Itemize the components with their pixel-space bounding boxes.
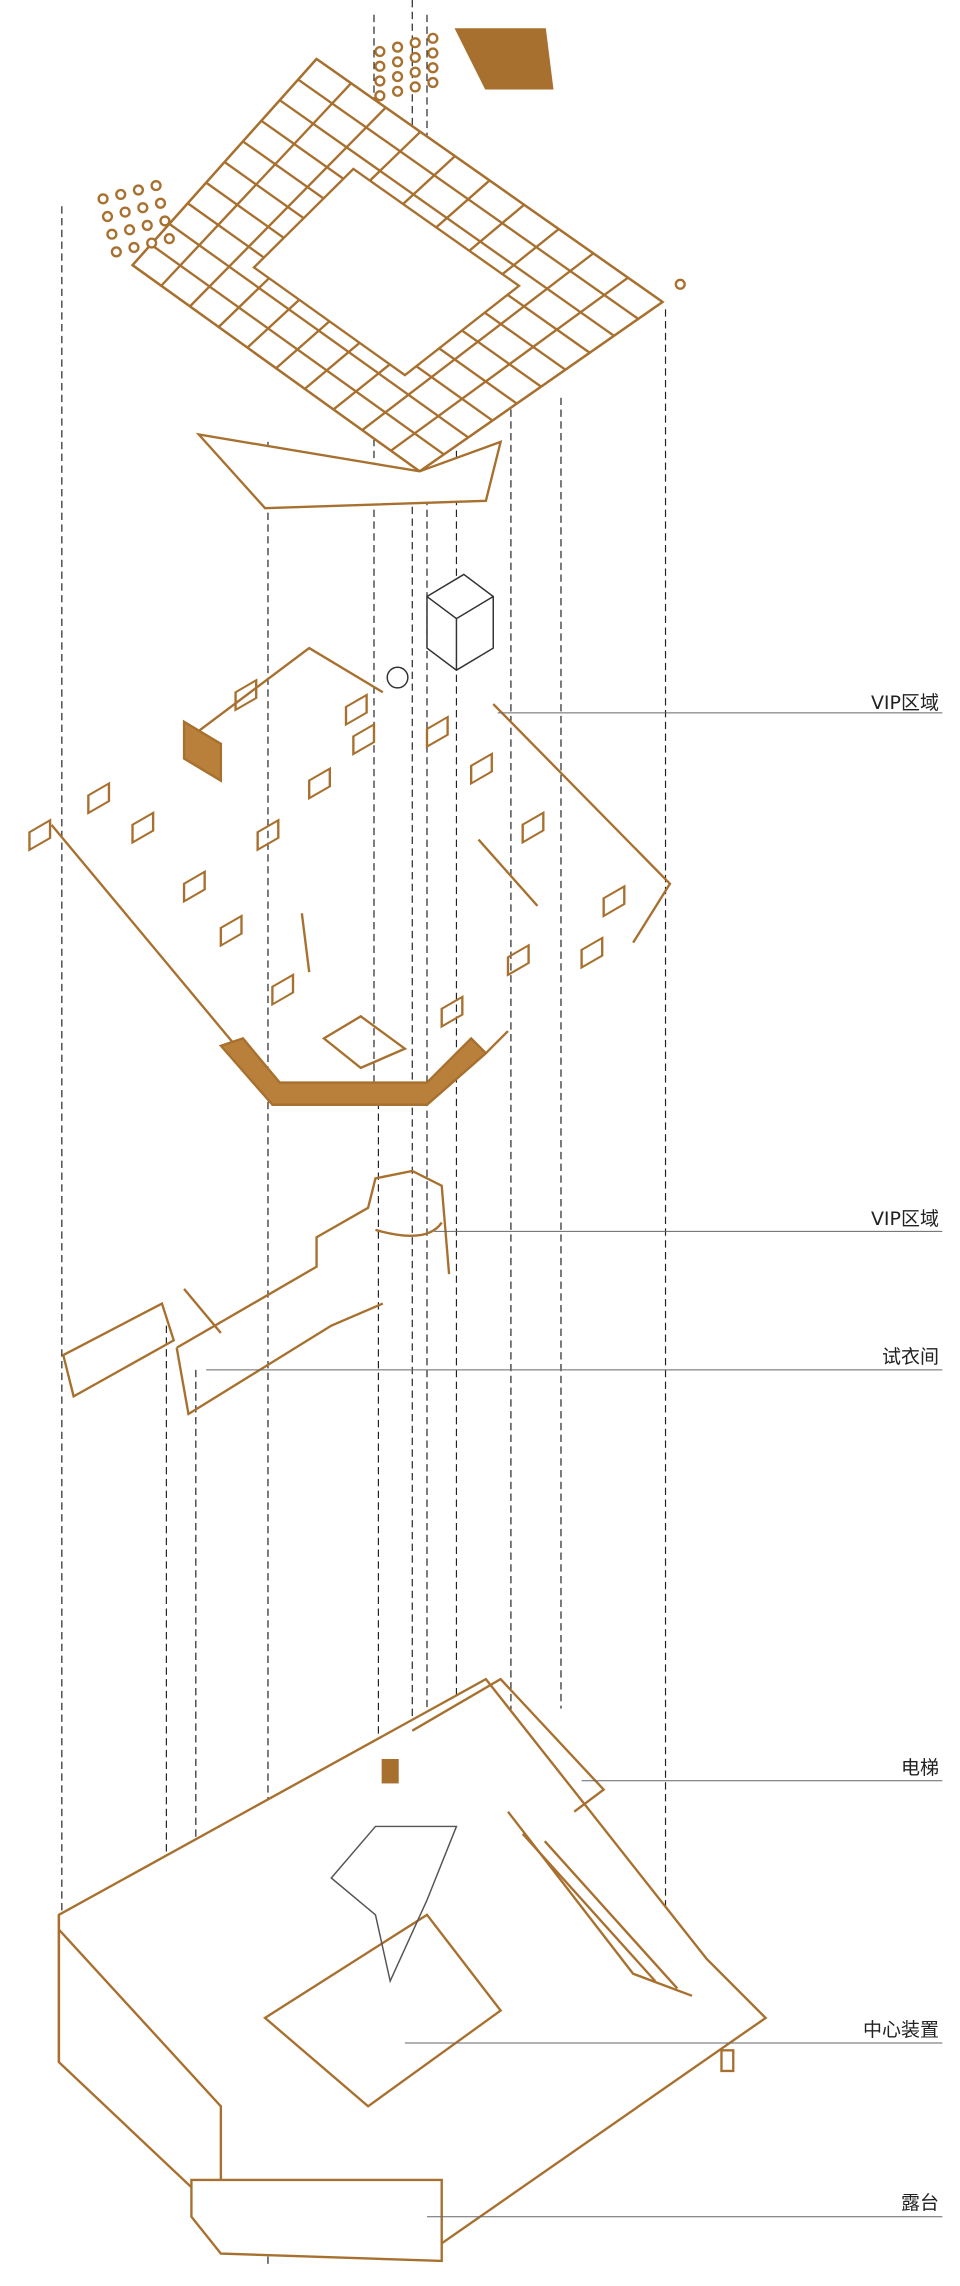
label-terrace: 露台: [900, 2192, 939, 2214]
roof-dot: [391, 56, 404, 68]
roof-dot: [146, 237, 158, 249]
furniture-block: [308, 766, 331, 801]
roof-dot: [427, 62, 439, 74]
furniture-block: [28, 818, 52, 852]
furniture-block: [352, 722, 376, 756]
label-central-installation: 中心装置: [862, 2019, 939, 2041]
furniture-block: [131, 811, 155, 845]
roof-dot: [391, 41, 404, 53]
roof-dot: [374, 45, 386, 58]
roof-dot: [101, 210, 114, 223]
roof-dot: [427, 76, 439, 89]
furniture-block: [182, 869, 206, 904]
label-elevator: 电梯: [900, 1757, 939, 1779]
roof-dot: [374, 90, 386, 102]
roof-dot: [154, 197, 167, 209]
roof-layer: [97, 28, 686, 510]
roof-dot: [106, 228, 118, 240]
roof-grid-line: [189, 106, 387, 308]
roof-dot: [97, 193, 109, 205]
roof-dot: [374, 60, 386, 72]
roof-dot: [119, 206, 131, 218]
fitting-room-layer: [61, 1169, 451, 1416]
roof-grid-line: [131, 58, 318, 266]
leader-lines-on-drawing: [206, 712, 943, 2218]
label-fitting-room: 试衣间: [881, 1346, 939, 1368]
roof-courtyard: [252, 167, 521, 377]
furniture-block: [87, 781, 111, 815]
label-vip-area-upper: VIP区域: [870, 692, 939, 714]
furniture-block: [234, 678, 258, 712]
roof-dot: [115, 188, 127, 201]
roof-dot: [391, 85, 404, 97]
roof-dot: [409, 37, 421, 49]
furniture-block: [344, 693, 368, 727]
furniture-block: [425, 715, 449, 749]
roof-dot: [409, 66, 421, 78]
middle-floor-layer: [28, 646, 672, 1106]
roof-dot: [159, 215, 171, 227]
roof-dot: [123, 224, 136, 236]
roof-dot: [137, 202, 149, 214]
label-vip-area-lower: VIP区域: [870, 1208, 939, 1230]
roof-dot: [110, 246, 122, 258]
furniture-block: [271, 973, 295, 1007]
ground-floor-layer: [57, 1677, 768, 2263]
roof-grid-line: [418, 300, 664, 473]
furniture-block: [506, 943, 530, 977]
roof-grid-line: [361, 252, 595, 432]
furniture-block: [602, 884, 626, 918]
roof-dot: [409, 81, 421, 93]
roof-dot: [163, 233, 175, 245]
roof-dot: [128, 241, 140, 254]
furniture-block: [580, 936, 604, 970]
roof-dot: [374, 75, 386, 87]
roof-dot: [150, 179, 162, 192]
furniture-block: [440, 995, 464, 1029]
vip-box: [386, 573, 494, 689]
roof-dot: [391, 70, 404, 83]
furniture-block: [219, 914, 243, 948]
furniture-block: [521, 810, 545, 845]
roof-dot: [427, 32, 439, 44]
roof-dot: [427, 47, 439, 59]
roof-dot: [132, 184, 144, 196]
furniture-block: [256, 818, 280, 852]
roof-grid-line: [390, 276, 629, 452]
roof-dot: [409, 51, 421, 64]
roof-grid-line: [160, 82, 353, 287]
furniture-block: [469, 751, 493, 786]
roof-dot: [141, 219, 153, 231]
